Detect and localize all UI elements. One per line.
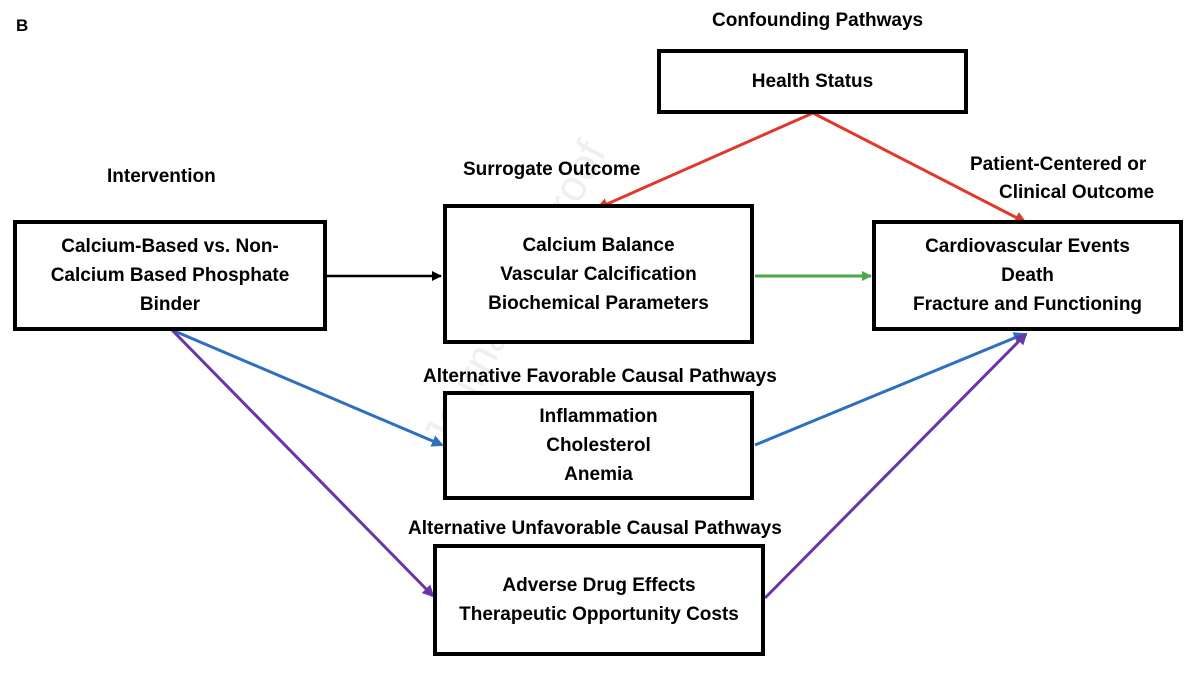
arrow-intervention-to-favorable xyxy=(171,328,444,447)
health-status-box: Health Status xyxy=(657,49,968,114)
arrow-intervention-to-unfavorable xyxy=(170,328,435,598)
clinical-line-1: Cardiovascular Events xyxy=(925,236,1130,257)
clinical-line-2: Death xyxy=(1001,265,1054,286)
favorable-box: Inflammation Cholesterol Anemia xyxy=(443,391,754,500)
clinical-outcome-box: Cardiovascular Events Death Fracture and… xyxy=(872,220,1183,331)
surrogate-line-3: Biochemical Parameters xyxy=(488,292,709,314)
intervention-line-1: Calcium-Based vs. Non- xyxy=(61,236,279,257)
surrogate-line-2: Vascular Calcification xyxy=(500,263,697,285)
heading-patient-line2: Clinical Outcome xyxy=(999,182,1155,203)
arrow-health-to-clinical xyxy=(812,111,1027,224)
heading-intervention: Intervention xyxy=(107,166,216,187)
health-status-line-1: Health Status xyxy=(751,71,874,92)
heading-confounding: Confounding Pathways xyxy=(712,10,924,31)
favorable-line-2: Cholesterol xyxy=(546,435,651,456)
unfavorable-box: Adverse Drug Effects Therapeutic Opportu… xyxy=(433,544,765,656)
surrogate-line-1: Calcium Balance xyxy=(522,234,675,256)
heading-favorable: Alternative Favorable Causal Pathways xyxy=(423,366,777,387)
favorable-line-1: Inflammation xyxy=(539,406,658,427)
heading-surrogate: Surrogate Outcome xyxy=(463,159,641,180)
arrow-health-to-surrogate xyxy=(596,111,814,210)
surrogate-box: Calcium Balance Vascular Calcification B… xyxy=(443,204,754,344)
unfavorable-line-1: Adverse Drug Effects xyxy=(502,575,696,596)
intervention-line-2: Calcium Based Phosphate xyxy=(50,265,290,286)
arrow-favorable-to-clinical xyxy=(754,332,1026,447)
intervention-box: Calcium-Based vs. Non- Calcium Based Pho… xyxy=(13,220,327,331)
favorable-line-3: Anemia xyxy=(564,464,633,485)
clinical-line-3: Fracture and Functioning xyxy=(912,294,1143,315)
unfavorable-line-2: Therapeutic Opportunity Costs xyxy=(459,604,739,625)
heading-patient-line1: Patient-Centered or xyxy=(970,154,1147,175)
arrow-unfavorable-to-clinical xyxy=(763,332,1028,600)
panel-letter: B xyxy=(16,16,29,35)
heading-unfavorable: Alternative Unfavorable Causal Pathways xyxy=(408,518,782,539)
intervention-line-3: Binder xyxy=(139,294,201,315)
